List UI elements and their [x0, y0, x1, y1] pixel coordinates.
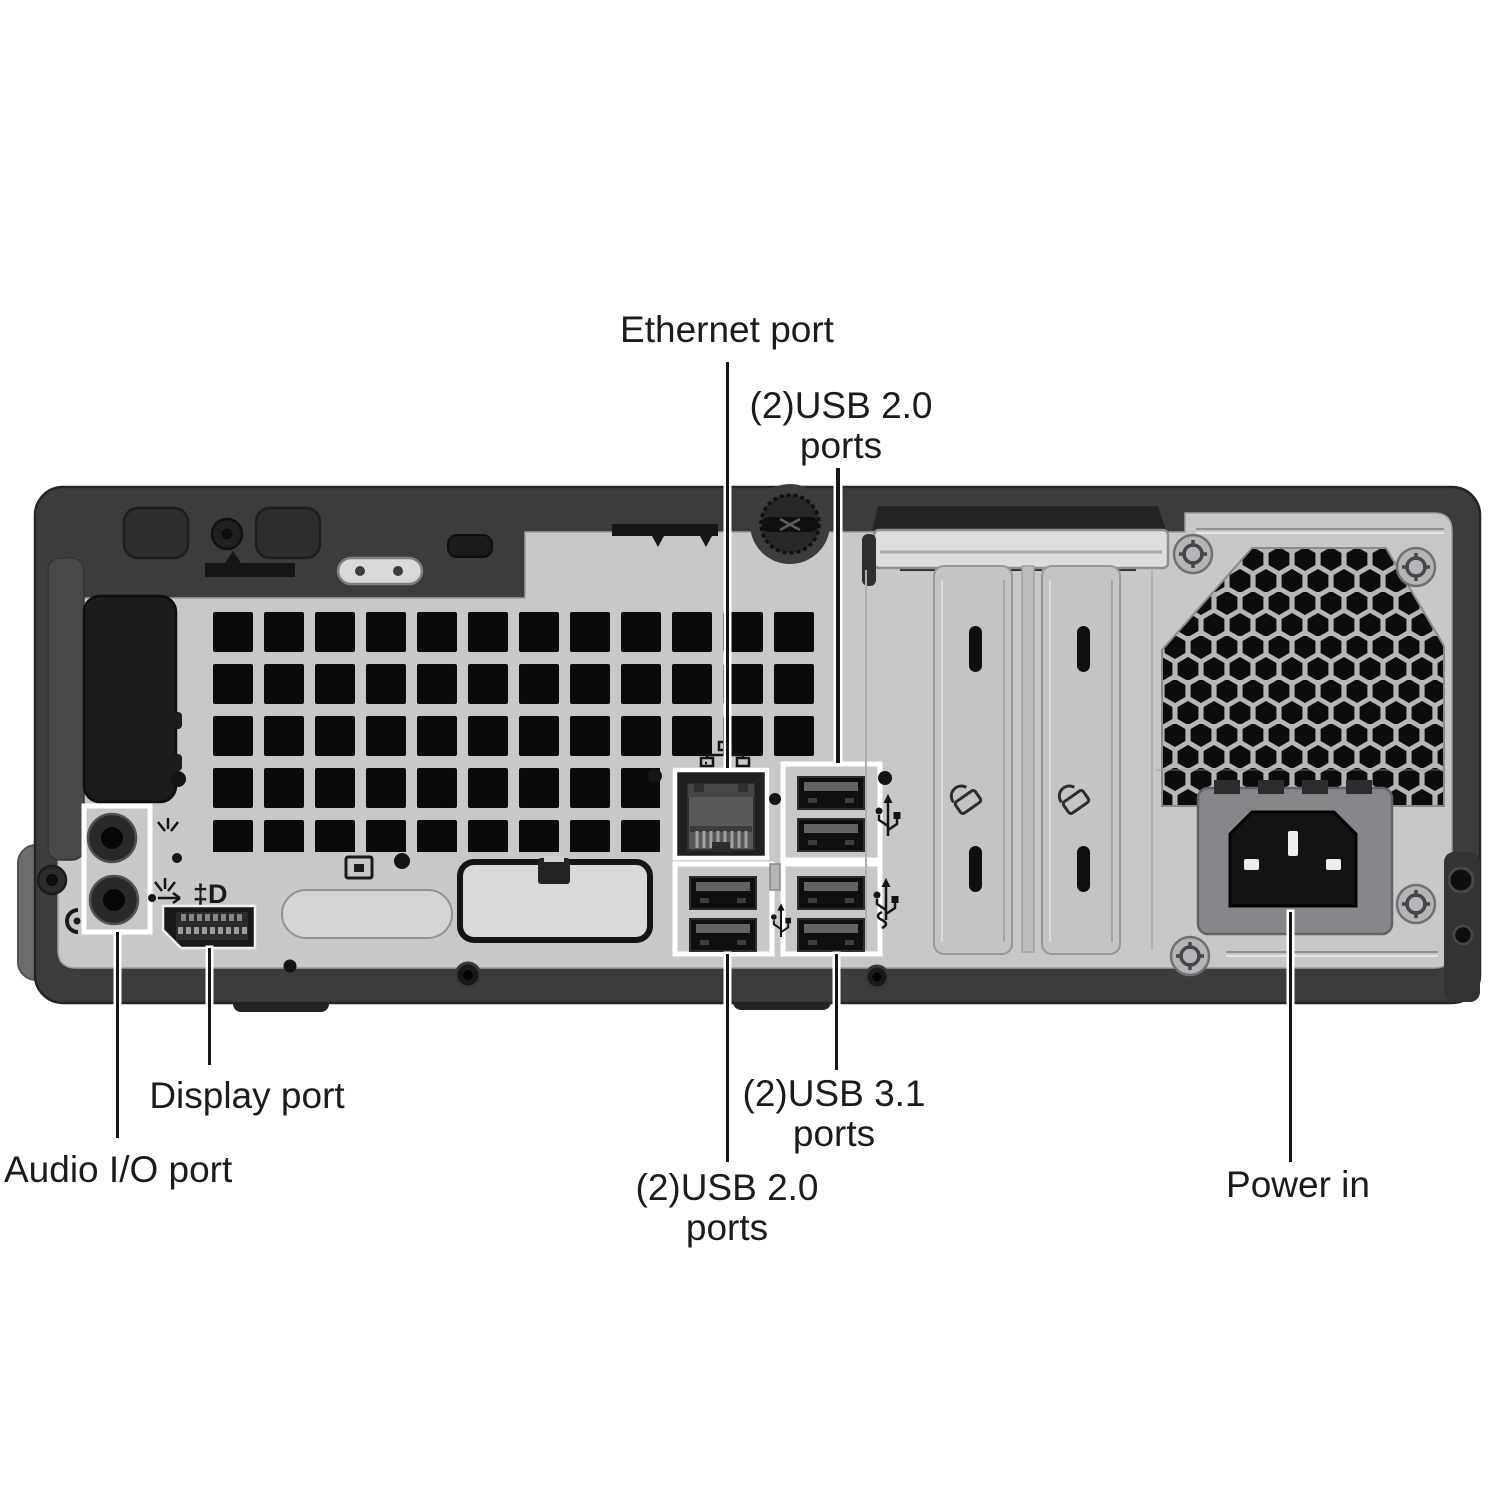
displayport-connector [161, 904, 257, 950]
usb-port [797, 918, 865, 952]
callout-label-ethernet: Ethernet port [620, 309, 834, 350]
ethernet-port [672, 767, 770, 861]
torx-screw-icon [1169, 935, 1211, 977]
psu-panel [1156, 528, 1446, 977]
slot-cover-cap [872, 506, 1166, 530]
fan-grille [1161, 547, 1445, 807]
usb-port [689, 876, 757, 910]
callout-line-usb20-bottom [725, 954, 729, 1162]
usb-port [797, 776, 865, 810]
usb-port [689, 918, 757, 952]
latch-tooth [205, 551, 295, 577]
thumbscrew [759, 493, 821, 555]
audio-line-in-icon [157, 818, 182, 863]
callout-label-display: Display port [149, 1075, 345, 1116]
c14-connector [1228, 810, 1358, 908]
screw [1447, 866, 1475, 894]
screw [878, 771, 892, 785]
callout-line-audio [115, 932, 119, 1138]
kensington-lock-slot [447, 534, 493, 558]
screw [769, 793, 781, 805]
callout-line-ethernet [725, 362, 729, 768]
screw [36, 864, 68, 896]
power-inlet [1196, 780, 1394, 936]
headset-icon [65, 908, 81, 934]
audio-line-out-icon [148, 878, 181, 905]
callout-line-usb31 [834, 954, 838, 1070]
usb-port [797, 876, 865, 910]
callout-label-usb20-top: (2)USB 2.0 ports [749, 385, 933, 466]
callout-label-power: Power in [1226, 1164, 1370, 1205]
screw [648, 769, 662, 783]
padlock-loop [336, 556, 424, 586]
slot-blank-bracket [933, 565, 1013, 955]
callout-line-display [207, 948, 211, 1065]
callout-label-usb20-bottom: (2)USB 2.0 ports [635, 1167, 819, 1248]
screw [394, 853, 410, 869]
expansion-slots [865, 565, 1153, 955]
callout-line-usb20-top [836, 468, 840, 763]
usb-2-0-bottom-ports [672, 861, 775, 957]
callout-label-audio: Audio I/O port [4, 1149, 233, 1190]
slot-retention-bar [862, 528, 1170, 586]
vga-blank-plate [281, 889, 453, 939]
usb-port [797, 818, 865, 852]
screw [210, 517, 244, 551]
displayport-icon: ‡D [193, 879, 228, 909]
bottom-band-screws [283, 959, 890, 990]
callout-label-usb31: (2)USB 3.1 ports [742, 1073, 926, 1154]
torx-screw-icon [1172, 533, 1214, 575]
slot-blank-bracket [1041, 565, 1121, 955]
rear-button [122, 506, 190, 560]
port-knockout-plate [457, 856, 653, 943]
chassis-left-pillar [47, 557, 85, 861]
port-cover-block [82, 594, 186, 804]
torx-screw-icon [1395, 546, 1437, 588]
network-icon [699, 740, 751, 768]
monitor-icon [344, 855, 374, 880]
screw [1452, 924, 1474, 946]
rear-button [254, 506, 322, 560]
mount-tab [769, 863, 781, 891]
serrated-vent-strip [612, 524, 718, 547]
usb-3-icon [872, 876, 900, 930]
callout-line-power [1288, 912, 1292, 1162]
torx-screw-icon [1395, 883, 1437, 925]
